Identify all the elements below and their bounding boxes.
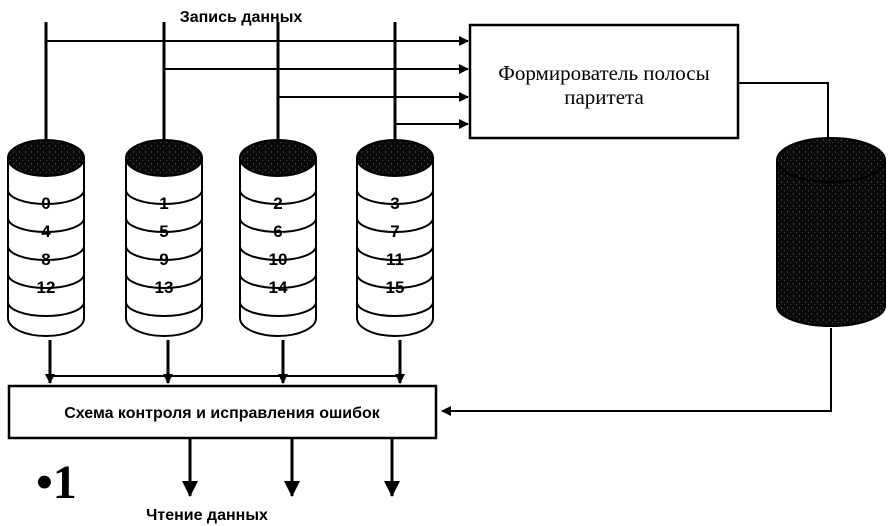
disk-band-line <box>7 189 85 205</box>
disk-body <box>356 157 434 337</box>
corner-mark: •1 <box>36 456 77 509</box>
disk-body <box>7 157 85 337</box>
ecc-label: Схема контроля и исправления ошибок <box>64 405 381 422</box>
disk-block-label: 1 <box>159 194 168 213</box>
parity-disk <box>776 137 886 327</box>
disk-band-line <box>125 273 203 289</box>
parity-generator-box: Формирователь полосы паритета <box>468 23 740 140</box>
disk-band-line <box>7 217 85 233</box>
disk-top <box>356 139 434 177</box>
disk-block-label: 8 <box>41 250 50 269</box>
disk-block-label: 11 <box>386 250 404 269</box>
write-label: Запись данных <box>180 9 303 26</box>
disk-band-line <box>356 245 434 261</box>
parity-label-line1: Формирователь полосы <box>498 61 709 85</box>
disk-band-line <box>7 245 85 261</box>
disk-band-line <box>356 217 434 233</box>
disk-block-label: 12 <box>37 278 56 297</box>
disk-band-line <box>125 217 203 233</box>
disk-top <box>7 139 85 177</box>
disk-block-label: 13 <box>155 278 174 297</box>
disk-band-line <box>125 245 203 261</box>
parity-disk-to-ecc-line <box>441 328 832 416</box>
read-bus <box>45 340 405 384</box>
ecc-box: Схема контроля и исправления ошибок <box>7 384 438 440</box>
disk-block-label: 4 <box>41 222 51 241</box>
disk-band-line <box>239 273 317 289</box>
disk-block-label: 5 <box>159 222 168 241</box>
read-label: Чтение данных <box>146 507 268 524</box>
disk-band-line <box>239 301 317 317</box>
disk-top <box>125 139 203 177</box>
parity-to-disk-line <box>738 82 829 140</box>
disk-band-line <box>239 245 317 261</box>
disk-0: 0 4 8 12 <box>7 139 85 337</box>
disk-body <box>125 157 203 337</box>
disk-band-line <box>356 273 434 289</box>
disk-block-label: 2 <box>273 194 282 213</box>
disk-block-label: 14 <box>269 278 288 297</box>
disk-block-label: 10 <box>269 250 288 269</box>
disk-2: 2 6 10 14 <box>239 139 317 337</box>
disk-block-label: 7 <box>390 222 399 241</box>
disk-block-label: 6 <box>273 222 282 241</box>
disk-band-line <box>239 217 317 233</box>
disk-top <box>239 139 317 177</box>
disk-3: 3 7 11 15 <box>356 139 434 337</box>
disk-band-line <box>356 189 434 205</box>
output-arrows <box>182 438 400 497</box>
disk-band-line <box>239 189 317 205</box>
disk-block-label: 3 <box>390 194 399 213</box>
disk-band-line <box>356 301 434 317</box>
disk-block-label: 9 <box>159 250 168 269</box>
disk-band-line <box>7 273 85 289</box>
disk-band-line <box>7 301 85 317</box>
disk-band-line <box>125 189 203 205</box>
disk-block-label: 0 <box>41 194 50 213</box>
disk-body <box>239 157 317 337</box>
parity-label-line2: паритета <box>564 85 644 109</box>
disk-block-label: 15 <box>386 278 405 297</box>
disk-band-line <box>125 301 203 317</box>
disk-1: 1 5 9 13 <box>125 139 203 337</box>
write-bus <box>44 22 469 148</box>
